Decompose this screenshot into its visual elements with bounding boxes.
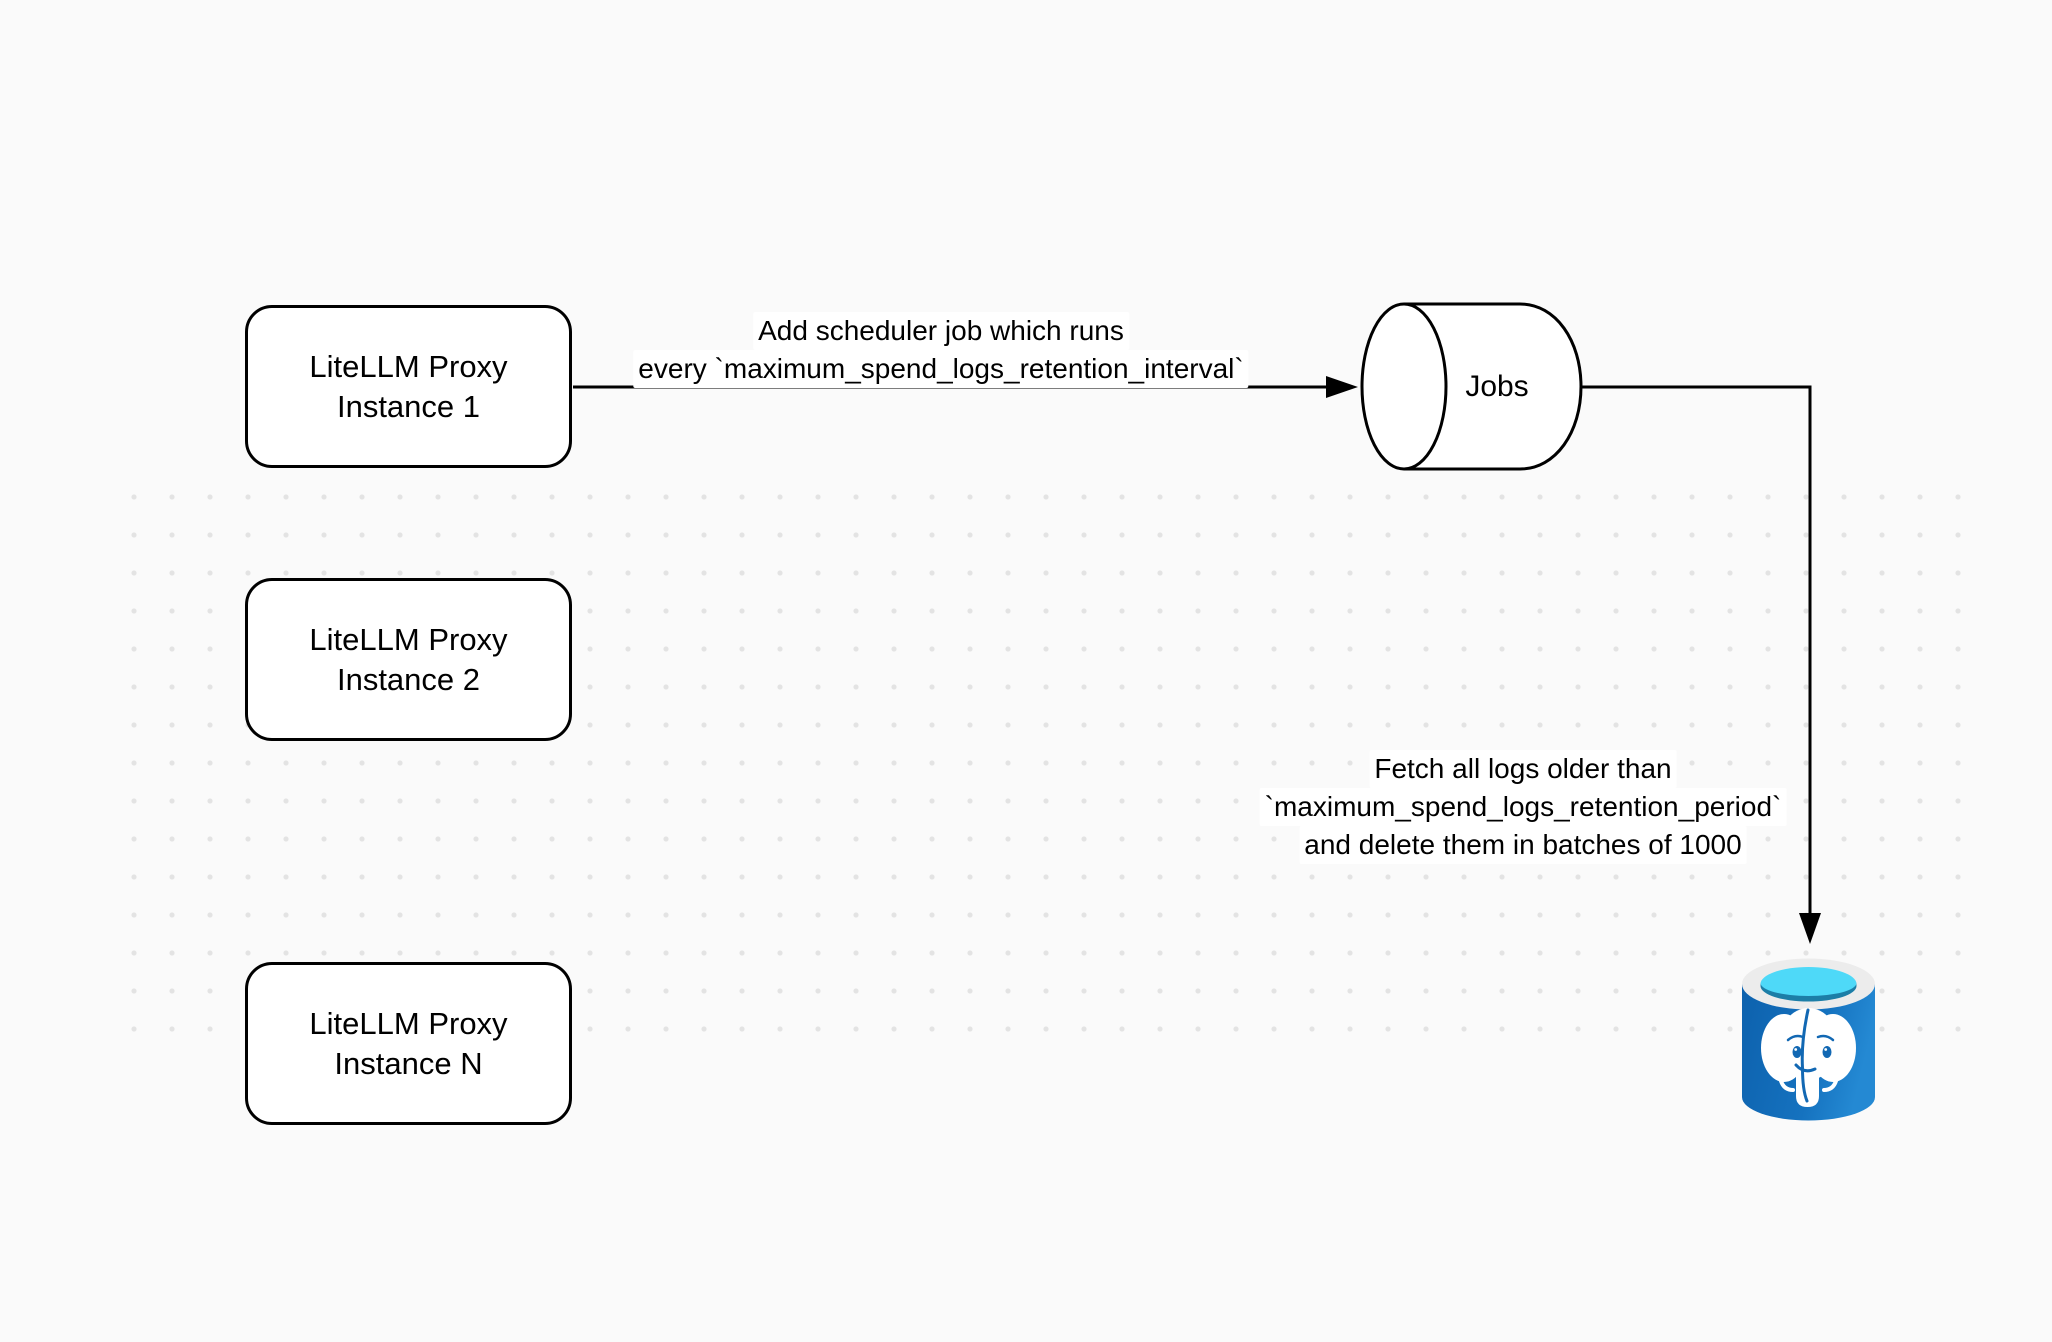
node-label-line: LiteLLM Proxy — [309, 1005, 508, 1041]
node-litellm-proxy-instance-2: LiteLLM Proxy Instance 2 — [245, 578, 572, 741]
edge-label-line: and delete them in batches of 1000 — [1299, 826, 1747, 864]
postgres-barrel-top-teal — [1760, 983, 1857, 1002]
node-label-line: LiteLLM Proxy — [309, 348, 508, 384]
edge-label-fetch-delete: Fetch all logs older than `maximum_spend… — [1259, 750, 1787, 864]
jobs-queue-shape — [1360, 302, 1583, 471]
edge-label-line: every `maximum_spend_logs_retention_inte… — [633, 350, 1249, 388]
postgres-barrel-top-cyan — [1760, 967, 1857, 1001]
postgresql-icon — [1742, 958, 1875, 1121]
edge-label-line: Add scheduler job which runs — [753, 312, 1129, 350]
node-litellm-proxy-instance-1: LiteLLM Proxy Instance 1 — [245, 305, 572, 468]
arrowhead-right-icon — [1326, 376, 1358, 398]
node-litellm-proxy-instance-n: LiteLLM Proxy Instance N — [245, 962, 572, 1125]
node-label-line: Instance N — [334, 1045, 483, 1081]
edge-label-line: Fetch all logs older than — [1369, 750, 1677, 788]
arrowhead-down-icon — [1799, 913, 1821, 944]
node-label-line: LiteLLM Proxy — [309, 621, 508, 657]
edge-label-line: `maximum_spend_logs_retention_period` — [1259, 788, 1787, 826]
node-label-line: Instance 1 — [336, 388, 481, 424]
node-label-line: Instance 2 — [336, 661, 481, 697]
edge-label-scheduler: Add scheduler job which runs every `maxi… — [633, 312, 1249, 388]
node-jobs-label: Jobs — [1465, 370, 1529, 403]
postgres-elephant — [1761, 1008, 1856, 1107]
edge-fetch-delete-arrow — [1581, 385, 1821, 944]
